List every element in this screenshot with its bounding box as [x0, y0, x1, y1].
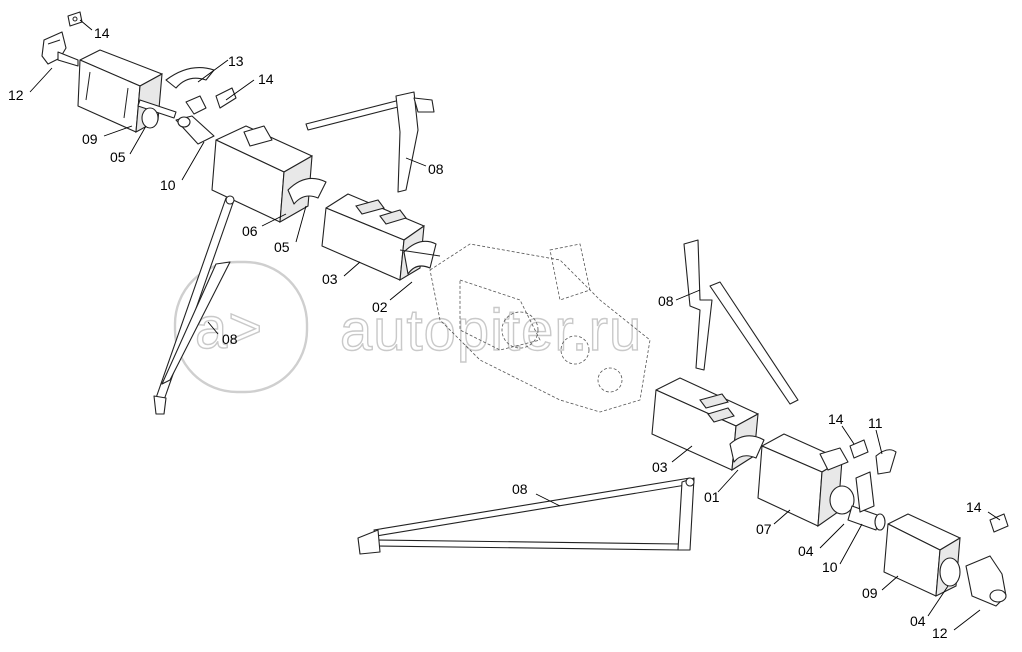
gasket-14-bottom	[989, 513, 1009, 533]
watermark: a> autopiter.ru	[173, 260, 642, 394]
callout-11: 11	[868, 415, 883, 431]
callout-14: 14	[94, 25, 110, 41]
callout-02: 02	[372, 299, 388, 315]
right-link-rod-08	[683, 239, 799, 405]
callout-01: 01	[704, 489, 720, 505]
callout-05: 05	[110, 149, 126, 165]
callout-03: 03	[652, 459, 668, 475]
callout-07: 07	[756, 521, 772, 537]
gearbox-09-bottom	[883, 513, 961, 597]
clip-bracket	[185, 95, 207, 115]
callout-03: 03	[322, 271, 338, 287]
callout-14: 14	[828, 411, 844, 427]
callout-04: 04	[910, 613, 926, 629]
callout-labels: 14 12 13 14 09 05 10 08 06 05 03 02 08 0…	[8, 25, 982, 641]
long-link-rods-08	[357, 477, 695, 555]
upper-link-rod-08	[305, 91, 435, 193]
shaft-05-top	[137, 99, 177, 129]
diagonal-rod-08-left	[153, 195, 235, 415]
callout-08: 08	[512, 481, 528, 497]
callout-06: 06	[242, 223, 258, 239]
gearbox-07	[757, 433, 855, 528]
coupling-10-top	[175, 115, 215, 145]
gearbox-03-top	[321, 193, 437, 282]
gearbox-03-bottom	[651, 377, 765, 472]
half-disc-11	[875, 449, 897, 475]
half-disc-13	[165, 67, 215, 89]
callout-12: 12	[932, 625, 948, 641]
bracket-04	[855, 471, 875, 513]
callout-08: 08	[658, 293, 674, 309]
callout-10: 10	[822, 559, 838, 575]
callout-08: 08	[428, 161, 444, 177]
callout-13: 13	[228, 53, 244, 69]
watermark-logo-frame	[173, 260, 309, 394]
callout-14: 14	[258, 71, 274, 87]
gasket-14-bottom-mid	[849, 439, 869, 459]
callout-09: 09	[862, 585, 878, 601]
callout-08: 08	[222, 331, 238, 347]
gasket-14-top	[67, 11, 83, 27]
leader-lines	[29, 19, 1001, 631]
flange-bracket-12-bottom	[965, 555, 1007, 607]
coupling-10-bottom	[847, 505, 886, 531]
callout-09: 09	[82, 131, 98, 147]
callout-04: 04	[798, 543, 814, 559]
watermark-text: autopiter.ru	[340, 298, 642, 363]
callout-14: 14	[966, 499, 982, 515]
callout-10: 10	[160, 177, 176, 193]
flange-bracket-12-top	[41, 31, 79, 67]
gasket-14-mid	[215, 87, 237, 109]
callout-05: 05	[274, 239, 290, 255]
center-frame-02	[399, 243, 651, 413]
gearbox-06	[211, 125, 327, 223]
callout-12: 12	[8, 87, 24, 103]
